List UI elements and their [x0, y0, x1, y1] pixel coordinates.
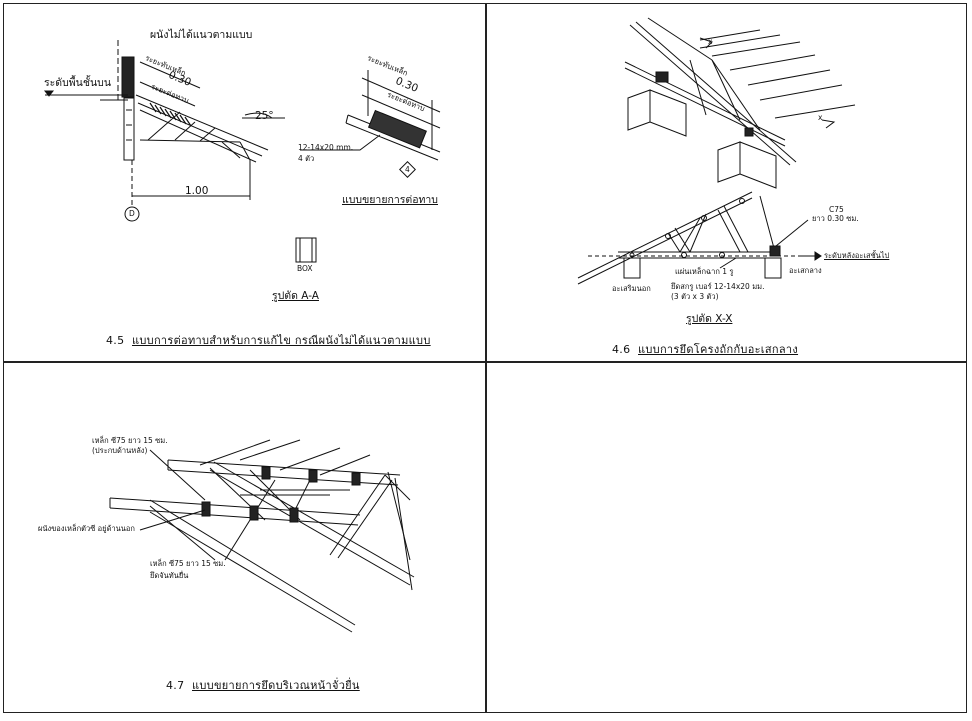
wall-note: ผนังไม่ได้แนวตามแบบ: [150, 29, 253, 41]
level-arrow-icon: [815, 252, 821, 260]
rafter-overhang: [150, 500, 355, 625]
cut-x-top: x: [708, 37, 713, 46]
level-triangle-icon: [45, 91, 53, 96]
detail-tag-label: 4: [405, 165, 410, 174]
gusset-1: [656, 72, 668, 82]
angle-arc: [245, 113, 272, 118]
cut-arrow-2: [822, 120, 834, 128]
cut-arrow-1: [700, 38, 712, 48]
caption-4-7-number: 4.7: [166, 679, 185, 692]
wall-block: [122, 57, 134, 97]
center-plate-label: อะเสกลาง: [789, 266, 822, 275]
caption-4-6-title: แบบการยึดโครงถักกับอะเสกลาง: [638, 343, 799, 356]
truss-bottom-chord: [210, 470, 410, 585]
c75-label: C75: [829, 205, 844, 214]
weld-line1: 12-14x20 mm.: [298, 143, 354, 152]
elev-top-chord: [578, 192, 752, 278]
c75-clips-top: [262, 467, 360, 485]
c75-clips-bottom: [202, 502, 298, 522]
note-top-line2: (ประกบด้านหลัง): [92, 446, 148, 455]
span-label: 1.00: [185, 185, 209, 197]
iso-truss-chord: [630, 25, 790, 165]
column: [124, 98, 134, 160]
angle-label: 25°: [255, 110, 274, 122]
center-plate-support: [765, 258, 781, 278]
caption-4-6-number: 4.6: [612, 343, 631, 356]
box-label: BOX: [297, 264, 313, 273]
note-bot-line2: ยึดจันทันยื่น: [150, 571, 189, 580]
caption-4-5-number: 4.5: [106, 334, 125, 347]
cut-x-right: x: [818, 113, 823, 122]
gusset-2: [745, 128, 753, 136]
outer-plate-support: [624, 258, 640, 278]
floor-level-label: ระดับพื้นชั้นบน: [44, 77, 112, 89]
weld-line2: 4 ตัว: [298, 154, 315, 163]
note-mid: ผนังของเหล็กตัวซี อยู่ด้านนอก: [38, 524, 135, 533]
detail-title: แบบขยายการต่อทาบ: [342, 194, 438, 206]
outer-plate-label: อะเสริมนอก: [612, 284, 651, 293]
note-bot-line1: เหล็ก ซี75 ยาว 15 ซม.: [150, 559, 226, 568]
caption-4-5-title: แบบการต่อทาบสำหรับการแก้ไข กรณีผนังไม่ได…: [132, 334, 431, 347]
bolt-note-line2: (3 ตัว x 3 ตัว): [671, 292, 719, 301]
grid-label: D: [129, 209, 135, 218]
c75-block: [770, 246, 780, 256]
box-section-icon: [296, 238, 316, 262]
truss-web: [330, 475, 385, 555]
weld-leader: [300, 135, 380, 150]
bolt-1: [630, 253, 634, 257]
caption-4-6: 4.6 แบบการยึดโครงถักกับอะเสกลาง: [612, 344, 798, 355]
caption-4-7: 4.7 แบบขยายการยึดบริเวณหน้าจั่วยื่น: [166, 680, 360, 691]
bolt-note-line1: ยึดสกรู เบอร์ 12-14x20 มม.: [671, 282, 765, 291]
caption-4-7-title: แบบขยายการยึดบริเวณหน้าจั่วยื่น: [192, 679, 360, 692]
vertical-divider: [485, 3, 487, 713]
section-x-title: รูปตัด X-X: [686, 313, 733, 325]
purlin-2: [110, 498, 360, 515]
roof-level-label: ระดับหลังอะเสชั้นไป: [824, 251, 890, 260]
c75-length: ยาว 0.30 ซม.: [812, 214, 859, 223]
steel-plate-label: แผ่นเหล็กฉาก 1 รู: [675, 267, 734, 276]
detail-splice-hatch: [369, 111, 427, 148]
detail-tag-icon: [400, 162, 416, 178]
section-a-title: รูปตัด A-A: [272, 290, 319, 302]
note-top-line1: เหล็ก ซี75 ยาว 15 ซม.: [92, 436, 168, 445]
grid-bubble: [125, 207, 139, 221]
horizontal-divider: [3, 361, 967, 363]
caption-4-5: 4.5 แบบการต่อทาบสำหรับการแก้ไข กรณีผนังไ…: [106, 335, 431, 346]
empty-panel: [487, 363, 965, 711]
splice-hatch-left: [150, 103, 191, 126]
